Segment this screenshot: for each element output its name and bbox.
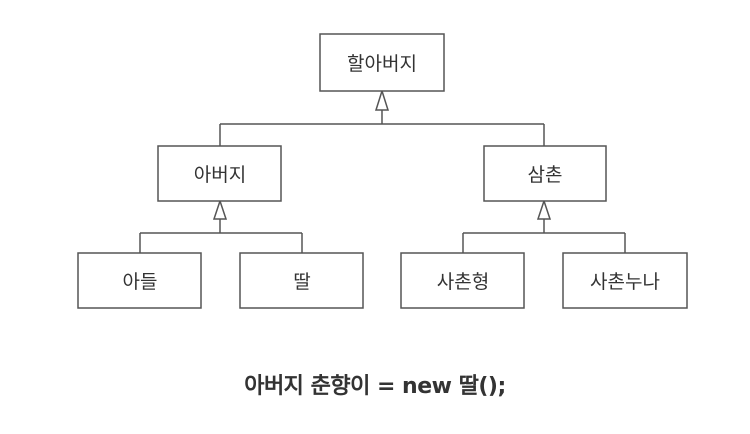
node-label: 딸 bbox=[293, 271, 310, 293]
connector-grandfather-children bbox=[219, 88, 545, 146]
node-cousin-brother: 사촌형 bbox=[400, 252, 525, 309]
connector-father-children bbox=[139, 198, 303, 253]
node-son: 아들 bbox=[77, 252, 202, 309]
inheritance-arrow-icon bbox=[374, 88, 390, 111]
node-label: 사촌누나 bbox=[590, 271, 660, 293]
node-label: 삼촌 bbox=[528, 164, 563, 186]
connector-uncle-children bbox=[462, 198, 626, 253]
inheritance-arrow-icon bbox=[212, 198, 228, 220]
node-daughter: 딸 bbox=[239, 252, 364, 309]
node-father: 아버지 bbox=[157, 145, 282, 202]
node-label: 할아버지 bbox=[347, 53, 417, 75]
node-uncle: 삼촌 bbox=[483, 145, 607, 202]
code-caption: 아버지 춘향이 = new 딸(); bbox=[244, 374, 506, 399]
node-label: 사촌형 bbox=[437, 271, 489, 293]
node-cousin-sister: 사촌누나 bbox=[562, 252, 688, 309]
node-grandfather: 할아버지 bbox=[319, 33, 445, 92]
node-label: 아버지 bbox=[194, 164, 246, 186]
node-label: 아들 bbox=[123, 271, 158, 293]
inheritance-arrow-icon bbox=[536, 198, 552, 220]
